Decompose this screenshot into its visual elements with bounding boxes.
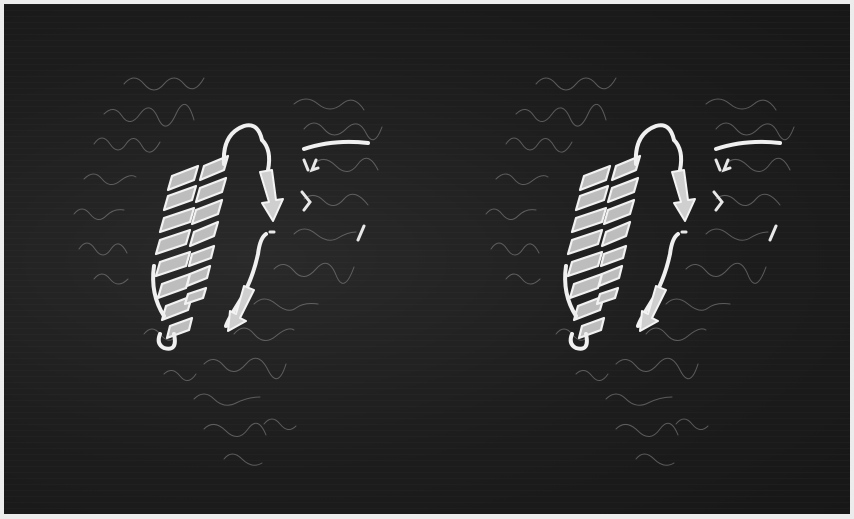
stereo-pair-graphic bbox=[4, 4, 850, 514]
stereo-photo bbox=[4, 4, 850, 514]
